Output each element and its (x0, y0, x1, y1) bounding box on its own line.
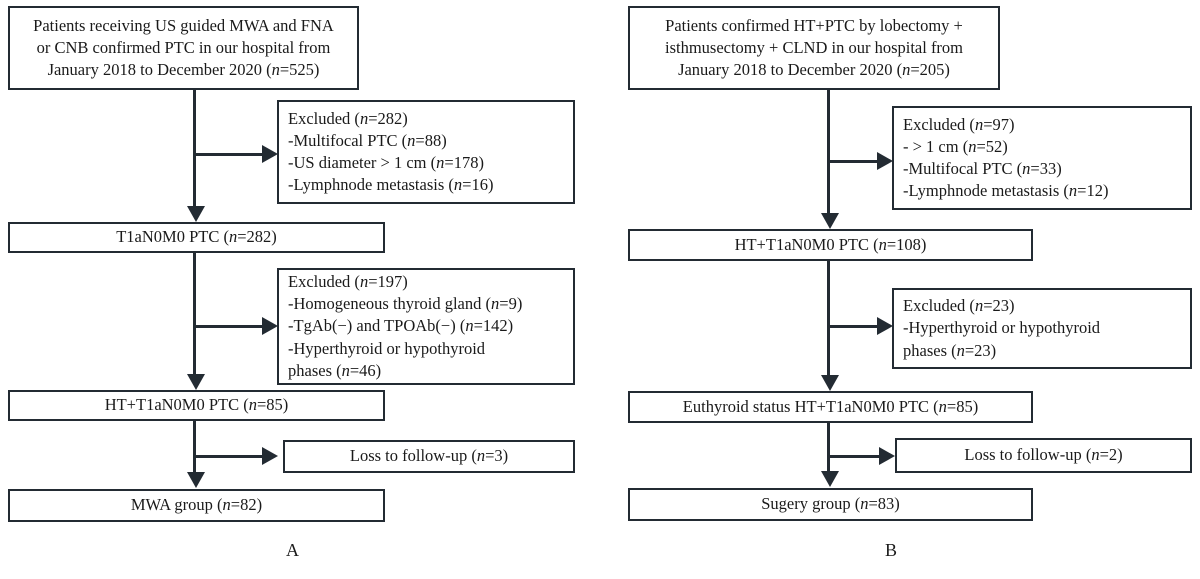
flowchart-panel-b: Patients confirmed HT+PTC by lobectomy +… (600, 0, 1200, 579)
node-line: -Multifocal PTC (n=88) (288, 130, 447, 150)
node-loss-to-followup: Loss to follow-up (n=3) (283, 440, 575, 473)
connector-trunk-1 (193, 90, 196, 210)
arrowhead-to-loss-followup (262, 447, 278, 465)
node-line: Euthyroid status HT+T1aN0M0 PTC (n=85) (682, 396, 979, 416)
node-stage-ht-t1an0m0: HT+T1aN0M0 PTC (n=108) (628, 229, 1033, 261)
node-line: - > 1 cm (n=52) (903, 136, 1008, 156)
arrowhead-to-final-group (821, 471, 839, 487)
panel-label-a: A (286, 540, 299, 560)
node-final-group: Sugery group (n=83) (628, 488, 1033, 521)
node-line: Loss to follow-up (n=2) (964, 445, 1123, 465)
node-line: -Lymphnode metastasis (n=12) (903, 181, 1109, 201)
connector-branch-1 (193, 153, 265, 156)
node-line: phases (n=46) (288, 360, 382, 380)
node-line: -Multifocal PTC (n=33) (903, 159, 1062, 178)
arrowhead-to-t1an0m0 (187, 206, 205, 222)
connector-branch-2 (193, 325, 265, 328)
node-excluded-2: Excluded (n=197) -Homogeneous thyroid gl… (277, 268, 575, 385)
node-line: Patients confirmed HT+PTC by lobectomy + (665, 15, 963, 35)
node-line: isthmusectomy + CLND in our hospital fro… (664, 37, 964, 57)
node-line: Excluded (n=197) (288, 272, 408, 292)
node-line: January 2018 to December 2020 (n=205) (678, 60, 950, 80)
node-line: Excluded (n=97) (903, 114, 1015, 134)
node-line: HT+T1aN0M0 PTC (n=85) (104, 395, 289, 415)
arrowhead-to-loss-followup (879, 447, 895, 465)
node-excluded-1: Excluded (n=97) - > 1 cm (n=52) -Multifo… (892, 106, 1192, 210)
node-source-population: Patients receiving US guided MWA and FNA… (8, 6, 359, 90)
connector-branch-3 (827, 455, 882, 458)
node-line: -Hyperthyroid or hypothyroid (288, 338, 486, 358)
node-line: Sugery group (n=83) (761, 494, 900, 514)
node-line: Excluded (n=282) (288, 108, 408, 128)
node-line: phases (n=23) (903, 340, 997, 360)
arrowhead-to-excluded-1 (877, 152, 893, 170)
flowchart-panel-a: Patients receiving US guided MWA and FNA… (8, 6, 575, 560)
connector-trunk-3 (827, 423, 830, 475)
node-excluded-1: Excluded (n=282) -Multifocal PTC (n=88) … (277, 100, 575, 204)
connector-trunk-2 (827, 261, 830, 379)
node-stage-t1an0m0: T1aN0M0 PTC (n=282) (8, 222, 385, 253)
node-line: -Homogeneous thyroid gland (n=9) (288, 294, 523, 314)
node-line: Excluded (n=23) (903, 296, 1015, 316)
node-line: -TgAb(−) and TPOAb(−) (n=142) (288, 316, 514, 336)
arrowhead-to-ht-t1an0m0 (187, 374, 205, 390)
node-loss-to-followup: Loss to follow-up (n=2) (895, 438, 1192, 473)
arrowhead-to-excluded-2 (877, 317, 893, 335)
node-line: Patients receiving US guided MWA and FNA (33, 15, 334, 35)
connector-trunk-3 (193, 421, 196, 476)
node-line: HT+T1aN0M0 PTC (n=108) (734, 234, 927, 254)
connector-branch-3 (193, 455, 265, 458)
node-line: -Hyperthyroid or hypothyroid (903, 318, 1101, 338)
node-line: Loss to follow-up (n=3) (349, 446, 509, 466)
panel-label-b: B (885, 540, 898, 560)
arrowhead-to-euthyroid (821, 375, 839, 391)
connector-branch-2 (827, 325, 880, 328)
arrowhead-to-final-group (187, 472, 205, 488)
node-line: T1aN0M0 PTC (n=282) (116, 227, 277, 247)
arrowhead-to-excluded-1 (262, 145, 278, 163)
node-line: -US diameter > 1 cm (n=178) (288, 153, 484, 172)
arrowhead-to-excluded-2 (262, 317, 278, 335)
node-final-group: MWA group (n=82) (8, 489, 385, 522)
connector-branch-1 (827, 160, 880, 163)
node-line: -Lymphnode metastasis (n=16) (288, 175, 494, 195)
node-source-population: Patients confirmed HT+PTC by lobectomy +… (628, 6, 1000, 90)
node-line: MWA group (n=82) (130, 495, 263, 515)
connector-trunk-1 (827, 90, 830, 217)
arrowhead-to-ht-t1an0m0 (821, 213, 839, 229)
connector-trunk-2 (193, 253, 196, 378)
node-line: January 2018 to December 2020 (n=525) (47, 60, 320, 80)
node-line: or CNB confirmed PTC in our hospital fro… (36, 37, 331, 57)
node-excluded-2: Excluded (n=23) -Hyperthyroid or hypothy… (892, 288, 1192, 369)
node-stage-ht-t1an0m0: HT+T1aN0M0 PTC (n=85) (8, 390, 385, 421)
node-stage-euthyroid: Euthyroid status HT+T1aN0M0 PTC (n=85) (628, 391, 1033, 423)
